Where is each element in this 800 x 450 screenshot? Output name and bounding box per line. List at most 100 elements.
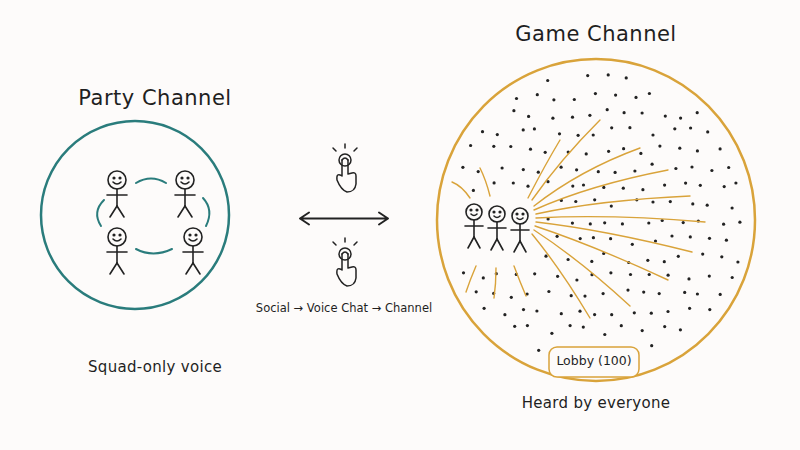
crowd-dot [597, 170, 600, 173]
crowd-dot [719, 147, 722, 150]
crowd-dot [622, 187, 625, 190]
crowd-dot [734, 181, 737, 184]
crowd-dot [651, 200, 654, 203]
node-outline [40, 120, 230, 310]
crowd-dot [663, 325, 666, 328]
crowd-dot [633, 169, 636, 172]
crowd-dot [736, 260, 739, 263]
crowd-dot [719, 293, 722, 296]
channel-caption: Heard by everyone [436, 394, 756, 412]
crowd-dot [589, 222, 592, 225]
crowd-dot [567, 258, 570, 261]
crowd-dot [677, 255, 680, 258]
crowd-dot [496, 133, 499, 136]
crowd-dot [537, 349, 540, 352]
crowd-dot [706, 204, 709, 207]
crowd-dot [722, 223, 725, 226]
crowd-dot [727, 166, 730, 169]
crowd-dot [574, 200, 577, 203]
crowd-dot [512, 181, 515, 184]
crowd-dot [664, 115, 667, 118]
crowd-dot [472, 189, 475, 192]
channel-circle: Party ChannelSquad-only voice [40, 120, 230, 310]
crowd-dot [503, 313, 506, 316]
crowd-dot [708, 237, 711, 240]
crowd-dot [585, 152, 588, 155]
crowd-dot [696, 111, 699, 114]
crowd-dot [663, 184, 666, 187]
crowd-dot [669, 200, 672, 203]
crowd-dot [560, 312, 563, 315]
talk-arcs [97, 179, 209, 254]
crowd-dot [678, 147, 681, 150]
crowd-dot [522, 308, 525, 311]
crowd-dot [691, 202, 694, 205]
crowd-dot [556, 235, 559, 238]
crowd-dot [673, 127, 676, 130]
crowd-dot [515, 97, 518, 100]
crowd-dot [527, 115, 530, 118]
crowd-dot [720, 255, 723, 258]
crowd-dot [536, 93, 539, 96]
crowd-dot [609, 271, 612, 274]
crowd-dot [569, 324, 572, 327]
crowd-dot [529, 148, 532, 151]
crowd-dot [571, 116, 574, 119]
crowd-dot [648, 92, 651, 95]
crowd-dot [639, 152, 642, 155]
crowd-dot [593, 198, 596, 201]
crowd-dot [738, 221, 741, 224]
crowd-dot [626, 289, 629, 292]
crowd-dot [646, 259, 649, 262]
crowd-dot [556, 275, 559, 278]
crowd-dot [623, 111, 626, 114]
crowd-dot [571, 222, 574, 225]
crowd-dot [610, 126, 613, 129]
crowd-dot [651, 133, 654, 136]
edge-label: Social → Voice Chat → Channel [256, 301, 432, 315]
crowd-dot [546, 79, 549, 82]
crowd-dot [710, 169, 713, 172]
crowd-dot [526, 185, 529, 188]
crowd-dot [544, 151, 547, 154]
channel-caption: Squad-only voice [20, 358, 290, 376]
crowd-dot [620, 324, 623, 327]
crowd-dot [628, 126, 631, 129]
crowd-dot [634, 96, 637, 99]
crowd-dot [483, 307, 486, 310]
crowd-dot [571, 185, 574, 188]
hand-tap-icon [333, 144, 357, 286]
crowd-dot [535, 309, 538, 312]
broadcast-lines [452, 120, 705, 318]
crowd-dot [573, 98, 576, 101]
crowd-dot [533, 272, 536, 275]
crowd-dot [689, 235, 692, 238]
crowd-dot [481, 130, 484, 133]
channel-title: Game Channel [436, 22, 756, 46]
crowd-dot [588, 114, 591, 117]
crowd-dot [723, 185, 726, 188]
crowd-dot [679, 328, 682, 331]
crowd-dot [603, 333, 606, 336]
crowd-dot [631, 243, 634, 246]
crowd-dot [510, 296, 513, 299]
crowd-dot [578, 310, 581, 313]
crowd-dot [629, 273, 632, 276]
crowd-dot [603, 221, 606, 224]
crowd-dot [493, 181, 496, 184]
crowd-dot [641, 188, 644, 191]
crowd-dot [579, 237, 582, 240]
crowd-dot [621, 222, 624, 225]
crowd-dot [651, 163, 654, 166]
crowd-dot [689, 126, 692, 129]
crowd-dot [582, 183, 585, 186]
crowd-dot [522, 168, 525, 171]
crowd-dot [699, 184, 702, 187]
crowd-dot [492, 145, 495, 148]
crowd-dot [622, 147, 625, 150]
party-figures [107, 171, 203, 274]
crowd-dot [708, 275, 711, 278]
crowd-dot [544, 255, 547, 258]
crowd-dot [690, 165, 693, 168]
crowd-dot [688, 307, 691, 310]
